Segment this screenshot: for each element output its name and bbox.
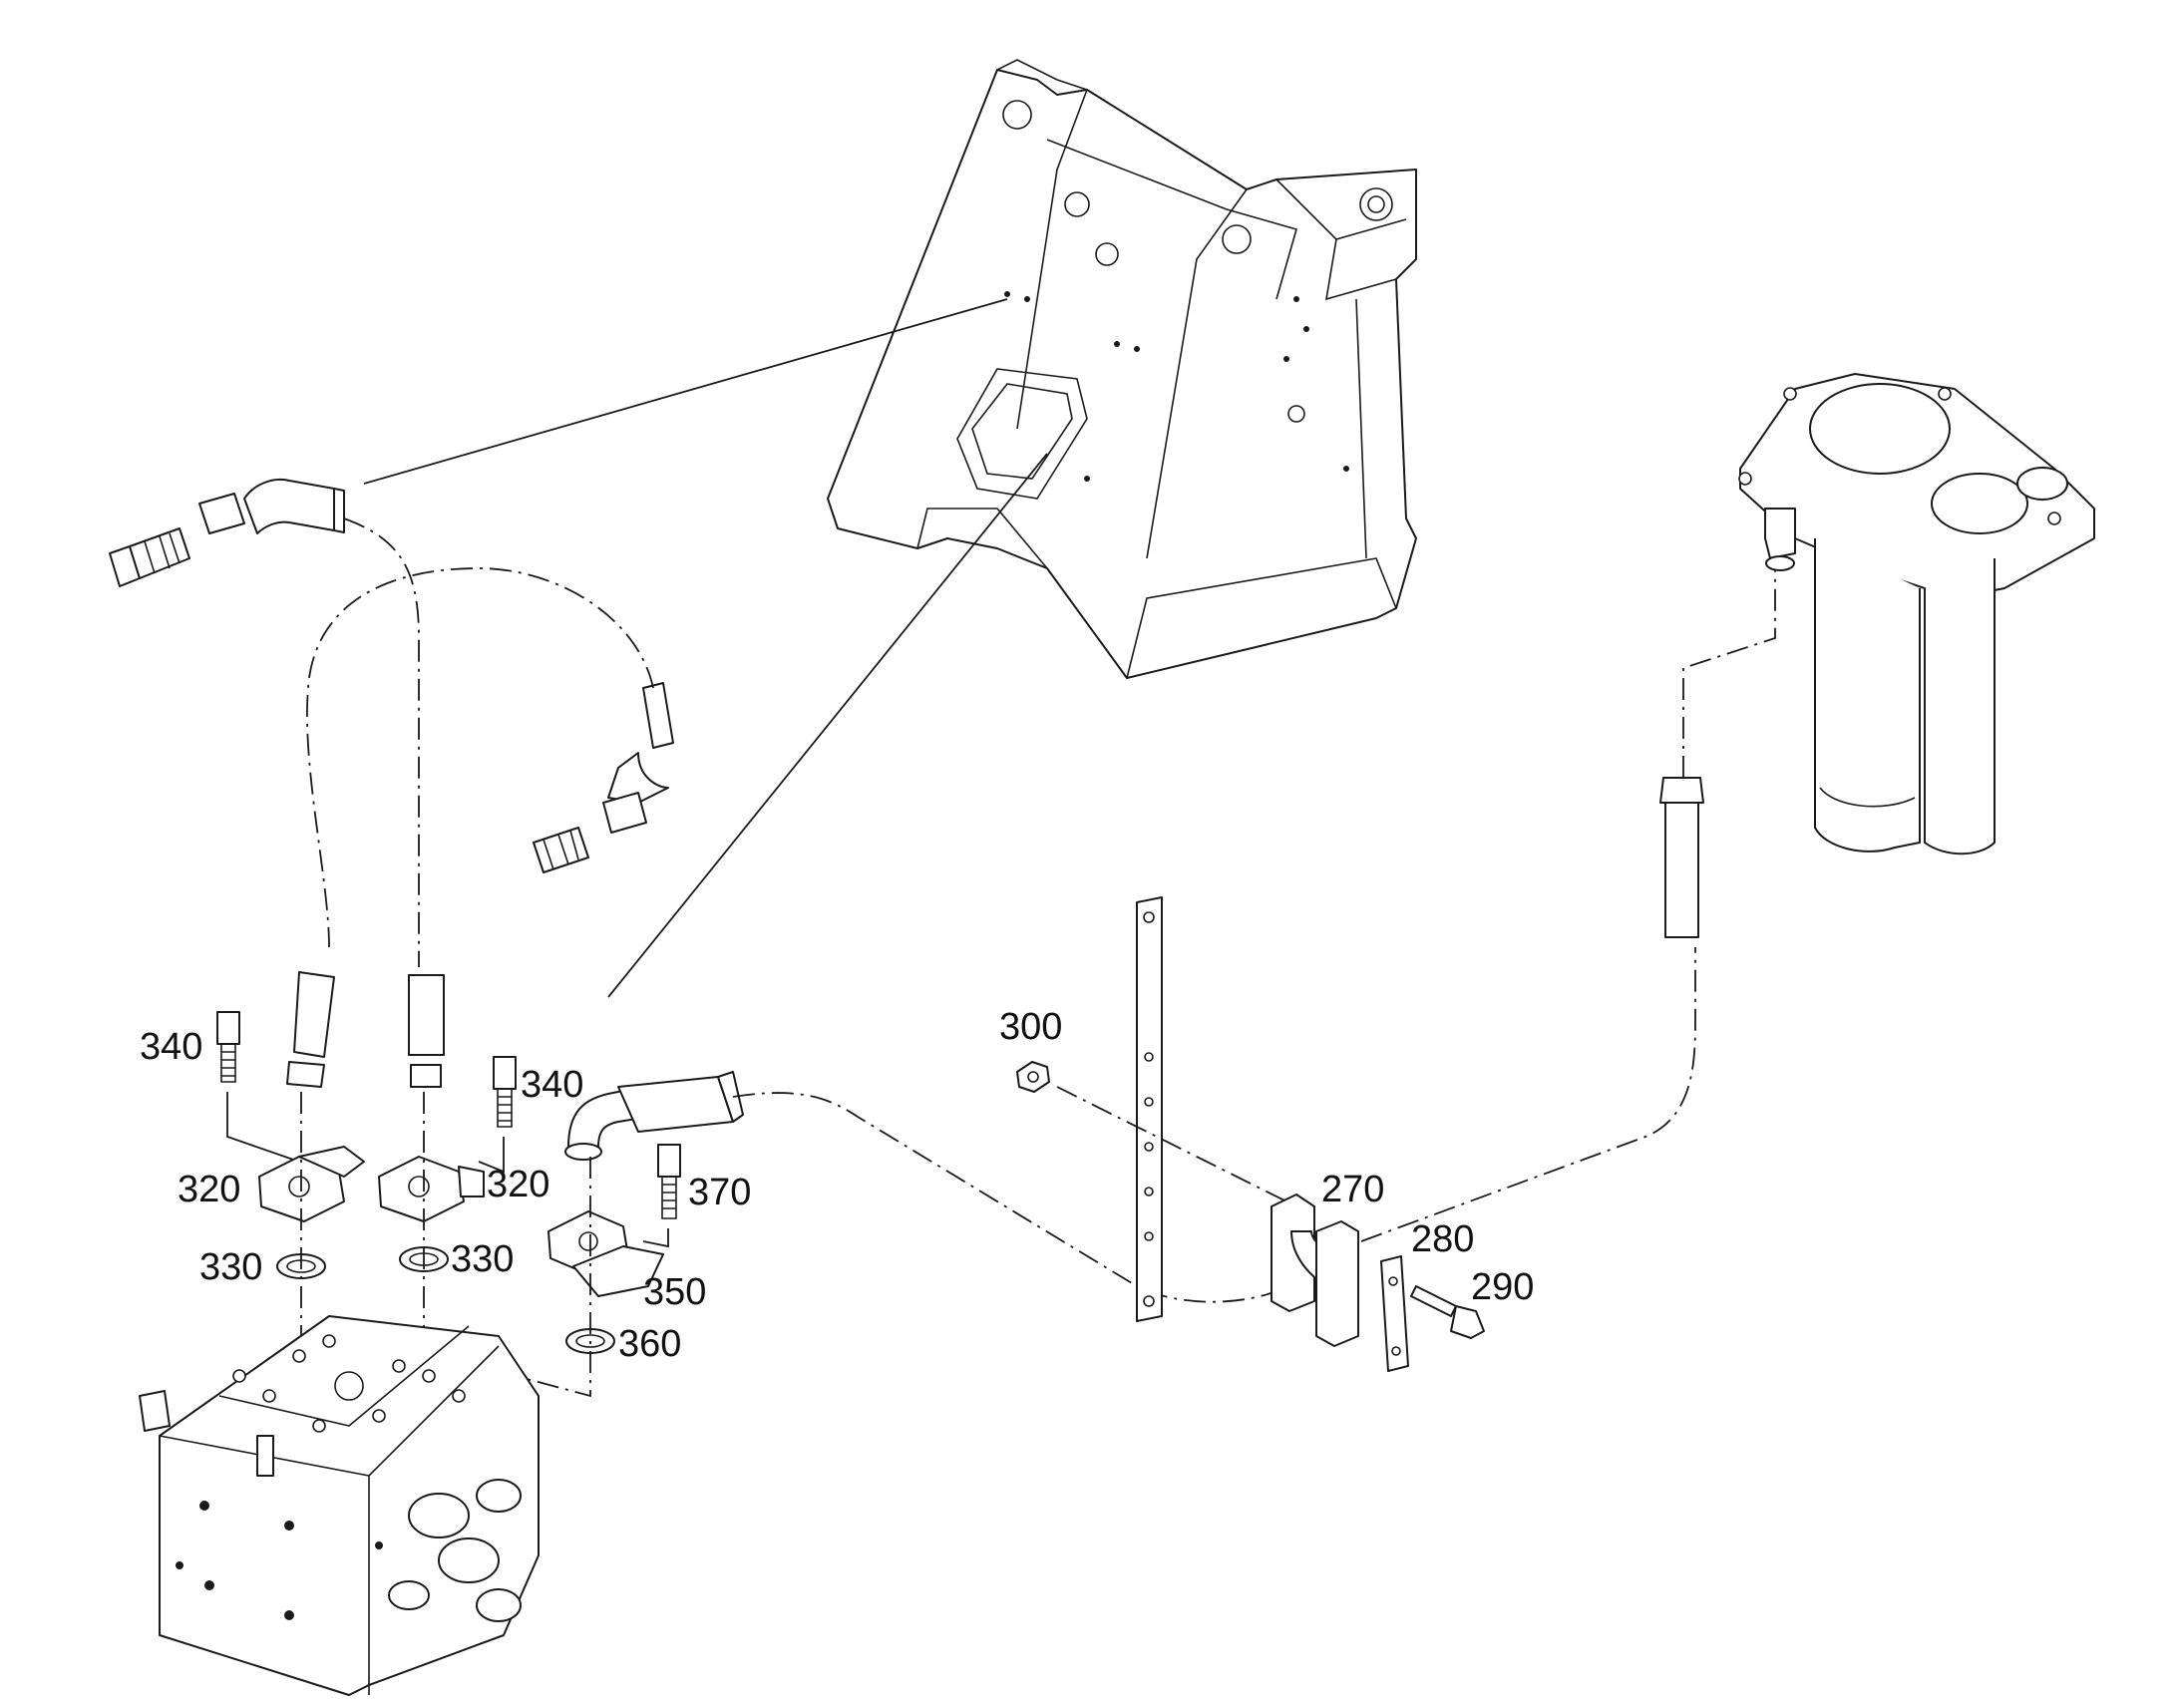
callout-340-left: 340 <box>140 1026 202 1068</box>
flange-320-left <box>258 1146 365 1222</box>
callout-280: 280 <box>1411 1218 1474 1260</box>
hose-line-upper-b <box>306 567 654 948</box>
bolt-290 <box>1410 1285 1485 1339</box>
callout-340-right: 340 <box>521 1064 583 1106</box>
callout-290: 290 <box>1471 1266 1534 1308</box>
hose-right <box>1659 777 1704 938</box>
callout-330-right: 330 <box>451 1238 514 1280</box>
plate-280 <box>1380 1255 1409 1372</box>
elbow-fitting <box>564 1071 744 1161</box>
callout-270: 270 <box>1321 1169 1384 1210</box>
chassis-frame <box>827 59 1417 679</box>
callout-labels: 270 280 290 300 320 320 330 330 340 340 … <box>140 1006 1534 1365</box>
mounting-strip <box>1136 896 1163 1322</box>
callout-330-left: 330 <box>199 1246 262 1288</box>
hose-line-upper-a <box>343 517 420 967</box>
callout-370: 370 <box>688 1172 751 1213</box>
control-valve-block <box>139 1315 540 1696</box>
fitting-left <box>286 971 335 1088</box>
flange-320-right <box>378 1156 485 1222</box>
hose-mid-right <box>533 682 674 873</box>
hose-line-right <box>1360 947 1696 1242</box>
callout-320-right: 320 <box>487 1164 549 1205</box>
leader-frame-to-hose <box>363 298 1008 485</box>
callout-320-left: 320 <box>178 1169 240 1210</box>
hydraulic-filter <box>1738 373 2095 855</box>
leader-frame-to-valve <box>607 453 1048 998</box>
fitting-middle <box>408 974 445 1088</box>
hose-line-center <box>732 1092 1277 1303</box>
hose-upper-left <box>109 479 345 587</box>
clamp-270 <box>1271 1194 1359 1347</box>
bolt-340-right <box>493 1056 517 1128</box>
bolt-370 <box>657 1144 681 1219</box>
flange-350 <box>547 1210 664 1297</box>
callout-360: 360 <box>618 1323 681 1365</box>
nut-300 <box>1016 1061 1050 1093</box>
bolt-340-left <box>216 1011 240 1083</box>
callout-350: 350 <box>643 1271 706 1313</box>
callout-300: 300 <box>999 1006 1062 1048</box>
